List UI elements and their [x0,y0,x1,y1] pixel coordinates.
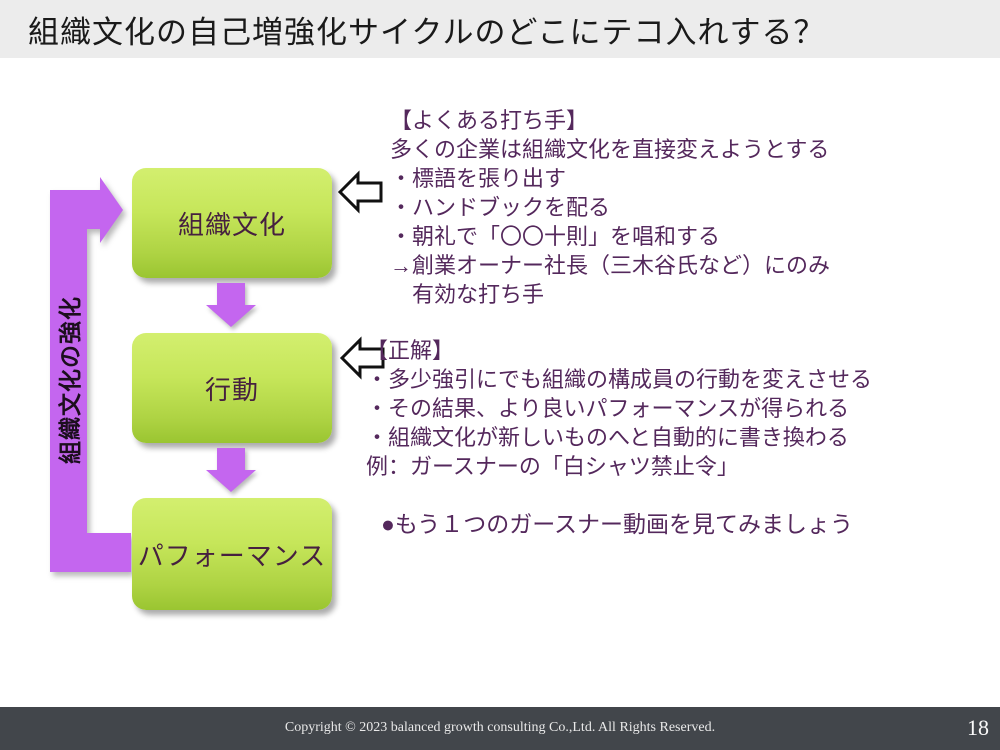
common-measures-heading: 【よくある打ち手】 [390,108,589,133]
common-measures-block: 【よくある打ち手】 多くの企業は組織文化を直接変えようとする ・標語を張り出す … [390,106,830,309]
annotation-line: →創業オーナー社長（三木谷氏など）にのみ [390,253,831,278]
annotation-line: ・標語を張り出す [390,166,567,191]
correct-answer-block: 【正解】 ・多少強引にでも組織の構成員の行動を変えさせる ・その結果、より良いパ… [366,336,872,481]
down-arrow-icon [206,283,256,327]
hollow-left-arrow-icon [339,336,385,380]
feedback-elbow-arrow-icon [50,177,131,572]
title-bar: 組織文化の自己増強化サイクルのどこにテコ入れする？ [0,0,1000,58]
annotation-line: ・多少強引にでも組織の構成員の行動を変えさせる [366,367,873,392]
node-culture-box: 組織文化 [132,168,332,278]
hollow-left-arrow-icon [337,170,383,214]
annotation-line: ・朝礼で「〇〇十則」を唱和する [390,224,721,249]
down-arrow-icon [206,448,256,492]
node-culture-label: 組織文化 [177,209,286,240]
page-title: 組織文化の自己増強化サイクルのどこにテコ入れする？ [28,14,826,50]
annotation-line: 有効な打ち手 [390,282,545,307]
node-behavior-box: 行動 [132,333,332,443]
copyright-text: Copyright © 2023 balanced growth consult… [284,720,716,735]
node-performance-label: パフォーマンス [137,540,327,571]
cycle-label: 組織文化の強化 [57,296,83,464]
annotation-line: 例：ガースナーの「白シャツ禁止令」 [366,454,739,479]
correct-answer-heading: 【正解】 [366,338,455,363]
cta-line: ●もう１つのガースナー動画を見てみましょう [381,511,854,537]
annotation-line: ・その結果、より良いパフォーマンスが得られる [366,396,850,421]
annotation-line: ・組織文化が新しいものへと自動的に書き換わる [366,425,849,450]
node-performance-box: パフォーマンス [132,498,332,610]
node-behavior-label: 行動 [204,374,259,405]
page-number: 18 [967,715,989,740]
annotation-line: 多くの企業は組織文化を直接変えようとする [390,137,830,162]
footer-bar: Copyright © 2023 balanced growth consult… [0,707,1000,750]
annotation-line: ・ハンドブックを配る [390,195,611,220]
